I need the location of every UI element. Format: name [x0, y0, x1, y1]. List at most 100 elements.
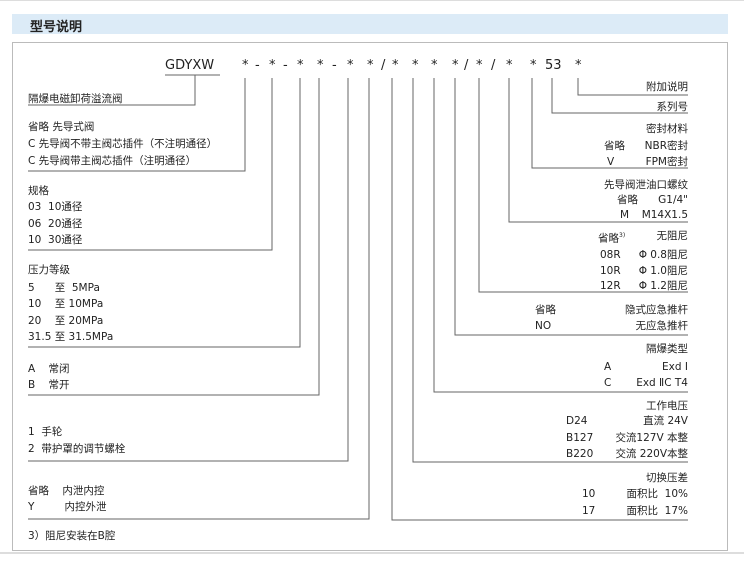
model-code-symbol: -: [332, 58, 337, 73]
rod-desc: 隐式应急推杆: [625, 304, 688, 316]
rod-code: NO: [535, 320, 552, 332]
voltage-desc: 交流127V 本整: [615, 432, 688, 444]
switch-desc: 面积比 10%: [626, 488, 688, 500]
model-code-symbol: *: [452, 58, 459, 73]
model-code-symbol: *: [242, 58, 249, 73]
size-option: 06 20通径: [28, 218, 83, 230]
model-code-symbol: *: [431, 58, 438, 73]
thread-desc: G1/4": [658, 194, 688, 206]
adjust-option: 2 带护罩的调节螺栓: [28, 443, 126, 455]
voltage-code: B127: [566, 432, 594, 444]
voltage-code: D24: [566, 415, 588, 427]
section-title: 型号说明: [30, 20, 83, 35]
connector-line: [28, 78, 370, 520]
state-option: A 常闭: [28, 363, 70, 375]
explosion-code: A: [604, 361, 612, 373]
seal-code: V: [607, 156, 615, 168]
pressure-option: 5 至 5MPa: [28, 282, 100, 294]
connector-line: [478, 78, 688, 293]
pressure-option: 10 至 10MPa: [28, 298, 104, 310]
connector-line: [28, 78, 273, 251]
model-code-symbol: *: [506, 58, 513, 73]
damper-code: 12R: [600, 280, 621, 292]
size-option: 03 10通径: [28, 201, 83, 213]
seal-code: 省略: [604, 140, 625, 152]
model-code-symbol: /: [491, 58, 496, 73]
size-title: 规格: [28, 185, 49, 197]
model-code-symbol: /: [464, 58, 469, 73]
voltage-desc: 交流 220V本整: [615, 448, 688, 460]
model-code-symbol: /: [381, 58, 386, 73]
damper-desc: Φ 1.0阻尼: [638, 265, 688, 277]
connector-line: [531, 78, 688, 169]
model-code-symbol: *: [347, 58, 354, 73]
pressure-option: 20 至 20MPa: [28, 315, 104, 327]
pilot-option: C 先导阀不带主阀芯插件（不注明通径）: [28, 138, 218, 150]
thread-code: M: [620, 209, 630, 221]
connector-line: [28, 78, 320, 396]
seal-title: 密封材料: [646, 123, 688, 135]
connector-line: [28, 78, 246, 172]
connector-line: [454, 78, 688, 336]
model-code-symbol: -: [255, 58, 260, 73]
drain-option: 省略 内泄内控: [28, 485, 105, 497]
connector-line: [412, 78, 688, 463]
explosion-title: 隔爆类型: [646, 343, 688, 355]
thread-desc: M14X1.5: [641, 209, 688, 221]
thread-title: 先导阀泄油口螺纹: [604, 179, 688, 191]
switch-title: 切换压差: [646, 472, 688, 484]
damper-desc: Φ 0.8阻尼: [638, 249, 688, 261]
size-option: 10 30通径: [28, 234, 83, 246]
connector-line: [577, 78, 688, 96]
voltage-desc: 直流 24V: [643, 415, 688, 427]
pressure-option: 31.5 至 31.5MPa: [28, 331, 114, 343]
damper-code: 08R: [600, 249, 621, 261]
seal-desc: FPM密封: [645, 156, 688, 168]
connector-line: [28, 78, 301, 348]
pressure-title: 压力等级: [28, 264, 70, 276]
model-code-symbol: *: [575, 58, 582, 73]
connector-line: [551, 78, 688, 114]
model-code-symbol: *: [317, 58, 324, 73]
connector-line: [508, 78, 688, 223]
damper-desc: 无阻尼: [656, 230, 689, 242]
section-header: 型号说明: [12, 14, 728, 35]
pilot-option: C 先导阀带主阀芯插件（注明通径）: [28, 155, 197, 167]
damper-code: 省略3): [598, 229, 625, 246]
top-divider: [0, 0, 744, 1]
model-code-symbol: *: [297, 58, 304, 73]
voltage-title: 工作电压: [646, 400, 688, 412]
series-title: 系列号: [656, 101, 689, 113]
model-description-box: [12, 42, 728, 551]
model-code-symbol: *: [530, 58, 537, 73]
model-code-symbol: *: [476, 58, 483, 73]
bottom-divider: [0, 552, 744, 554]
drain-option: Y 内控外泄: [28, 501, 107, 513]
switch-code: 17: [582, 505, 596, 517]
model-code-symbol: *: [392, 58, 399, 73]
switch-code: 10: [582, 488, 596, 500]
explosion-desc: Exd ⅡC T4: [636, 377, 688, 389]
adjust-option: 1 手轮: [28, 426, 63, 438]
model-code-symbol: 53: [545, 58, 562, 73]
model-prefix: GDYXW: [165, 58, 215, 73]
pilot-option: 省略 先导式阀: [28, 121, 95, 133]
damper-code-text: 省略: [598, 232, 619, 245]
switch-desc: 面积比 17%: [626, 505, 688, 517]
footnote-ref: 3): [619, 232, 626, 239]
extra-title: 附加说明: [646, 81, 688, 93]
connector-line: [391, 78, 688, 521]
state-option: B 常开: [28, 379, 70, 391]
product-name: 隔爆电磁卸荷溢流阀: [28, 93, 123, 105]
footnote: 3）阻尼安装在B腔: [28, 530, 116, 542]
model-code-symbol: *: [412, 58, 419, 73]
damper-code: 10R: [600, 265, 621, 277]
explosion-code: C: [604, 377, 612, 389]
voltage-code: B220: [566, 448, 594, 460]
connector-line: [28, 74, 220, 106]
model-code-symbol: -: [283, 58, 288, 73]
seal-desc: NBR密封: [644, 140, 688, 152]
model-code-symbol: *: [269, 58, 276, 73]
explosion-desc: Exd Ⅰ: [662, 361, 688, 373]
